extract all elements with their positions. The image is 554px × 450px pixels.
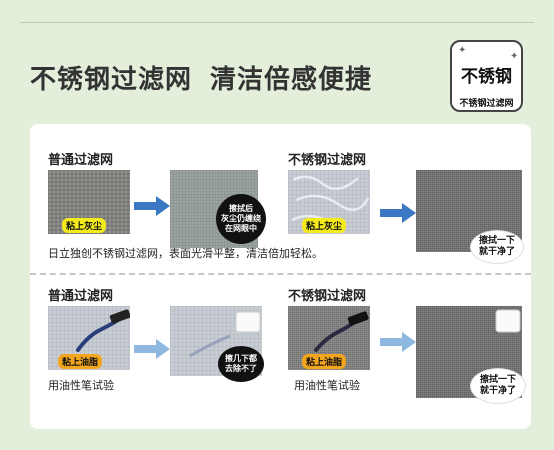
stainless-filter-dusty-image: 粘上灰尘 [288,170,370,234]
arrow-right-icon [380,332,416,352]
oil-tag-left: 粘上油脂 [58,354,103,369]
sparkle-icon: ✦ [510,51,519,62]
badge-subtitle: 不锈钢过滤网 [459,99,514,109]
headline-part-2: 清洁倍感便捷 [210,65,373,95]
dust-right-result-note: 擦拭一下 就干净了 [470,230,524,264]
stainless-filter-oily-image: 粘上油脂 [288,306,370,370]
dust-tag-left: 粘上灰尘 [62,218,107,233]
dust-left-result-bubble: 擦拭后 灰尘仍缠绕 在网眼中 [216,194,266,244]
sparkle-icon: ✦ [504,70,511,79]
headline-part-1: 不锈钢过滤网 [30,65,193,95]
arrow-right-icon [134,339,170,359]
dust-tag-right: 粘上灰尘 [302,218,347,233]
ordinary-filter-oily-image: 粘上油脂 [48,306,130,370]
oil-left-result-bubble: 擦几下都 去除不了 [218,346,264,382]
oil-left-caption: 用油性笔试验 [48,379,114,392]
arrow-right-icon [380,203,416,223]
dust-caption: 日立独创不锈钢过滤网，表面光滑平整，清洁倍加轻松。 [48,247,323,260]
stainless-steel-badge: ✦ ✦ ✦ 不锈钢 不锈钢过滤网 [450,40,523,112]
oil-right-result-note: 擦拭一下 就干净了 [470,368,526,404]
page-headline: 不锈钢过滤网清洁倍感便捷 [30,59,372,96]
arrow-right-icon [134,196,170,216]
comparison-panel: 普通过滤网 不锈钢过滤网 粘上灰尘 擦拭后 灰尘仍缠绕 在网眼中 粘上灰尘 擦拭… [30,124,531,429]
section-divider [30,273,531,275]
oil-right-caption: 用油性笔试验 [294,379,360,392]
dust-left-label: 普通过滤网 [48,153,114,168]
sparkle-icon: ✦ [458,45,467,56]
dust-right-label: 不锈钢过滤网 [288,153,367,168]
ordinary-filter-dusty-image: 粘上灰尘 [48,170,130,234]
oil-right-label: 不锈钢过滤网 [288,289,367,304]
oil-tag-right: 粘上油脂 [302,354,347,369]
oil-left-label: 普通过滤网 [48,289,114,304]
badge-title: 不锈钢 [461,67,512,87]
top-divider-line [20,22,534,23]
